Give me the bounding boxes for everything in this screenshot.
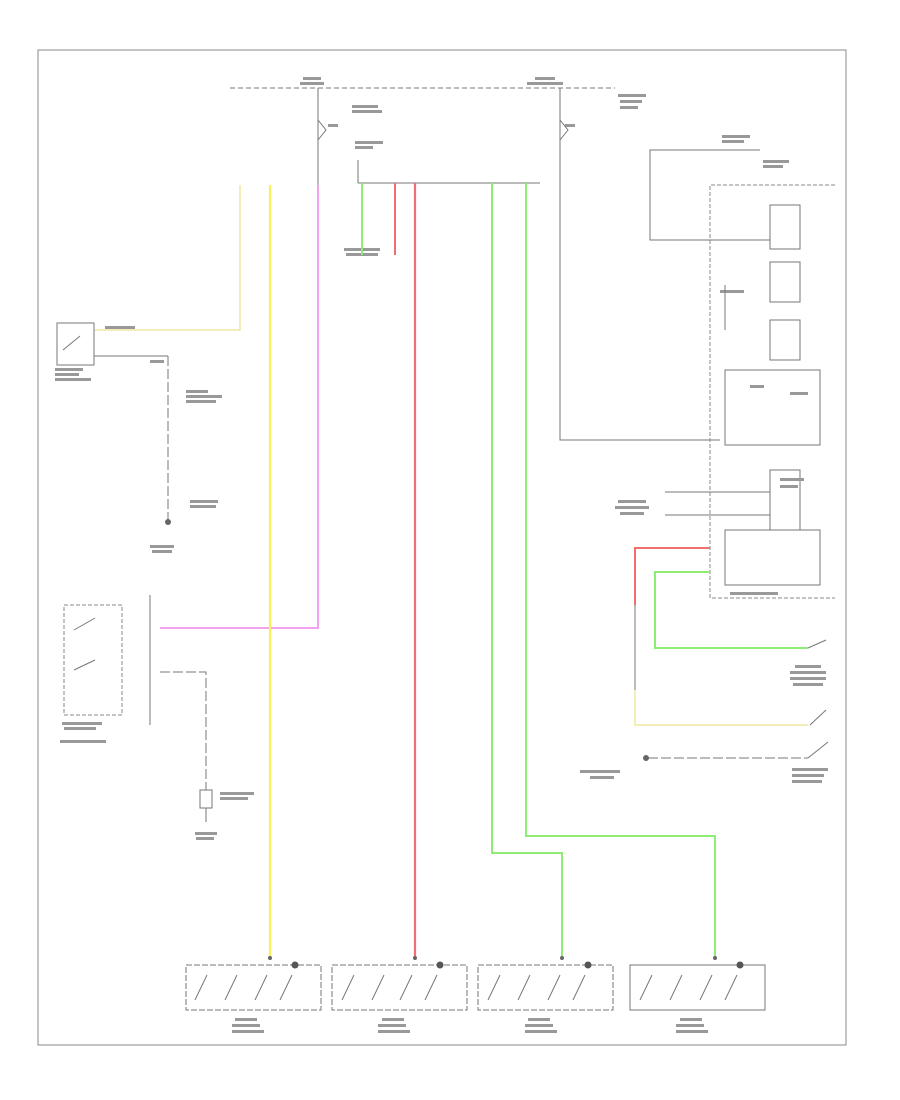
ground-point-left (165, 519, 171, 525)
ignition-ground-wire (160, 671, 207, 790)
meter-red-output (634, 547, 710, 605)
pink-wire (160, 185, 319, 629)
combination-meter-modules (724, 204, 821, 586)
ignition-blade-1 (73, 617, 96, 631)
ignition-labels (60, 722, 254, 840)
green-wire-a (491, 183, 563, 958)
ignition-blade-2 (73, 659, 96, 671)
ground-point-right (643, 755, 649, 761)
pale-yellow-right (634, 690, 808, 726)
combination-meter-boundary (709, 184, 835, 599)
connector-junctions (268, 956, 717, 960)
pale-yellow-wire (95, 185, 241, 331)
ignition-sensor (199, 789, 213, 809)
left-rear-connector (331, 961, 468, 1033)
door-switch-labels (55, 326, 222, 553)
top-labels (300, 77, 646, 256)
left-front-connector (185, 961, 322, 1033)
diagram-frame (37, 49, 847, 1046)
fuse-right-link (559, 119, 569, 141)
door-switch-blade (62, 335, 81, 351)
combination-meter-labels (615, 135, 808, 595)
right-rear-connector (477, 961, 614, 1033)
meter-top-feed (649, 149, 770, 241)
meter-green-output (654, 571, 808, 649)
switch-blade-right-2 (809, 709, 827, 726)
right-switch-labels (580, 665, 828, 783)
right-front-connector (629, 961, 766, 1033)
ignition-switch-body (63, 604, 123, 716)
fuse-left-link (317, 119, 327, 141)
switch-blade-right-3 (807, 741, 829, 759)
meter-feed-wire (559, 180, 720, 441)
green-wire-b (525, 183, 716, 958)
door-switch-body (56, 322, 95, 366)
switch-blade-right (807, 639, 827, 649)
